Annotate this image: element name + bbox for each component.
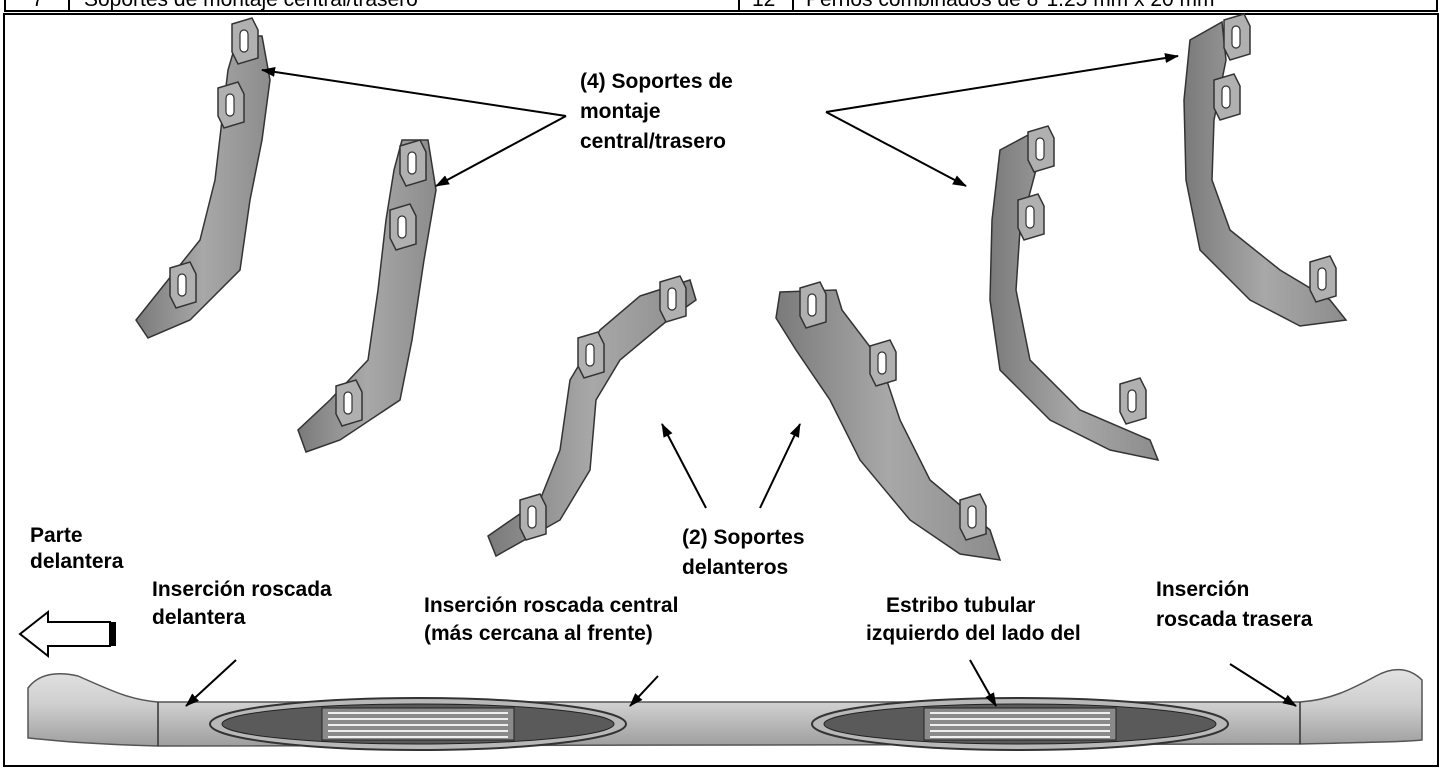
label-front-line1: Parte [30,524,83,548]
figure-border [4,14,1438,766]
label-front-insert-line1: Inserción roscada [152,578,332,602]
front-bracket-1 [488,276,696,556]
label-front-brackets-line2: delanteros [682,556,788,580]
label-tube-step-line2: izquierdo del lado del [866,622,1081,646]
rear-center-bracket-1 [136,18,270,338]
label-rear-center-brackets-line2: montaje [580,100,661,124]
rear-center-bracket-3 [990,126,1158,460]
label-front-insert-line2: delantera [152,606,245,630]
label-rear-insert-line1: Inserción [1156,578,1249,602]
rear-center-bracket-2 [298,140,436,452]
rear-center-bracket-4 [1184,14,1346,326]
label-front-line2: delantera [30,550,123,574]
label-rear-insert-line2: roscada trasera [1156,608,1312,632]
label-rear-center-brackets-line1: (4) Soportes de [580,70,733,94]
label-rear-center-brackets-line3: central/trasero [580,130,726,154]
label-tube-step-line1: Estribo tubular [886,594,1035,618]
label-center-insert-line1: Inserción roscada central [424,594,678,618]
label-front-brackets-line1: (2) Soportes [682,526,805,550]
front-direction-arrow [20,612,116,656]
label-center-insert-line2: (más cercana al frente) [424,622,653,646]
tube-step-bar [28,670,1422,750]
front-bracket-2 [776,282,1000,560]
